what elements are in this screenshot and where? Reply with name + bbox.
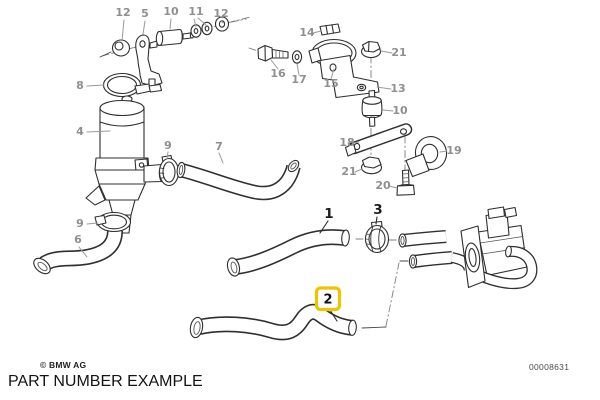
- part-nut-12-right: [214, 16, 230, 32]
- part-bolt-16: [257, 44, 289, 62]
- callout-leader-lines: [78, 17, 448, 258]
- callout-10a[interactable]: 10: [163, 5, 179, 18]
- callout-16[interactable]: 16: [270, 67, 286, 80]
- callout-10b[interactable]: 10: [392, 104, 408, 117]
- part-bolt-20: [396, 169, 416, 196]
- callout-21a[interactable]: 21: [391, 46, 406, 59]
- bold-callout-leader-lines: [319, 216, 378, 322]
- callout-13[interactable]: 13: [390, 82, 405, 95]
- callout-15[interactable]: 15: [323, 77, 338, 90]
- part-clip-14: [319, 23, 341, 36]
- callout-5[interactable]: 5: [141, 7, 149, 20]
- part-hose-7: [176, 159, 301, 201]
- part-hose-2: [189, 303, 357, 341]
- part-washers-11: [190, 21, 213, 38]
- highlighted-callout-2[interactable]: 2: [314, 286, 342, 312]
- part-nut-21-top: [360, 40, 382, 59]
- part-nut-21-lower: [360, 156, 383, 175]
- part-valve-assembly: [398, 206, 538, 290]
- part-bracket-5: [135, 34, 163, 86]
- part-hose-6: [33, 230, 123, 275]
- callout-8[interactable]: 8: [76, 79, 84, 92]
- callout-9b[interactable]: 9: [164, 139, 172, 152]
- callout-11[interactable]: 11: [188, 5, 203, 18]
- part-clamp-8: [102, 72, 163, 98]
- part-clamp-9-lower: [94, 211, 132, 233]
- part-nut-12-left: [111, 39, 131, 57]
- callout-12b[interactable]: 12: [213, 7, 228, 20]
- bmw-copyright: © BMW AG: [40, 360, 87, 370]
- callout-19[interactable]: 19: [446, 144, 461, 157]
- callout-14[interactable]: 14: [299, 26, 315, 39]
- part-hose-1: [226, 229, 350, 277]
- callout-9a[interactable]: 9: [76, 217, 84, 230]
- callout-6[interactable]: 6: [74, 233, 82, 246]
- callout-3[interactable]: 3: [373, 202, 382, 218]
- part-pump-4: [85, 95, 167, 234]
- part-holder-19: [405, 135, 448, 178]
- callout-18[interactable]: 18: [339, 136, 354, 149]
- part-bracket-13: [319, 54, 380, 99]
- callout-21b[interactable]: 21: [341, 165, 356, 178]
- highlighted-callout-label: 2: [323, 293, 332, 308]
- callout-12a[interactable]: 12: [115, 6, 130, 19]
- callout-20[interactable]: 20: [375, 179, 391, 192]
- callout-1[interactable]: 1: [324, 206, 333, 222]
- part-clamp-9-mid: [158, 154, 180, 187]
- part-damper-10-top: [149, 28, 195, 49]
- exploded-parts-diagram: 12 5 10 11 12 14 16 17 15 21 13 10 18 19…: [33, 5, 538, 341]
- part-clamp-3: [364, 220, 390, 254]
- callout-17[interactable]: 17: [291, 73, 306, 86]
- part-strap-18: [344, 123, 413, 157]
- page-caption: PART NUMBER EXAMPLE: [8, 373, 203, 390]
- document-number: 00008631: [529, 362, 570, 372]
- callout-4[interactable]: 4: [76, 125, 84, 138]
- part-washer-17: [291, 50, 303, 64]
- connector-lines: [99, 51, 409, 329]
- part-mount-10-right: [361, 89, 383, 127]
- callout-7[interactable]: 7: [215, 140, 223, 153]
